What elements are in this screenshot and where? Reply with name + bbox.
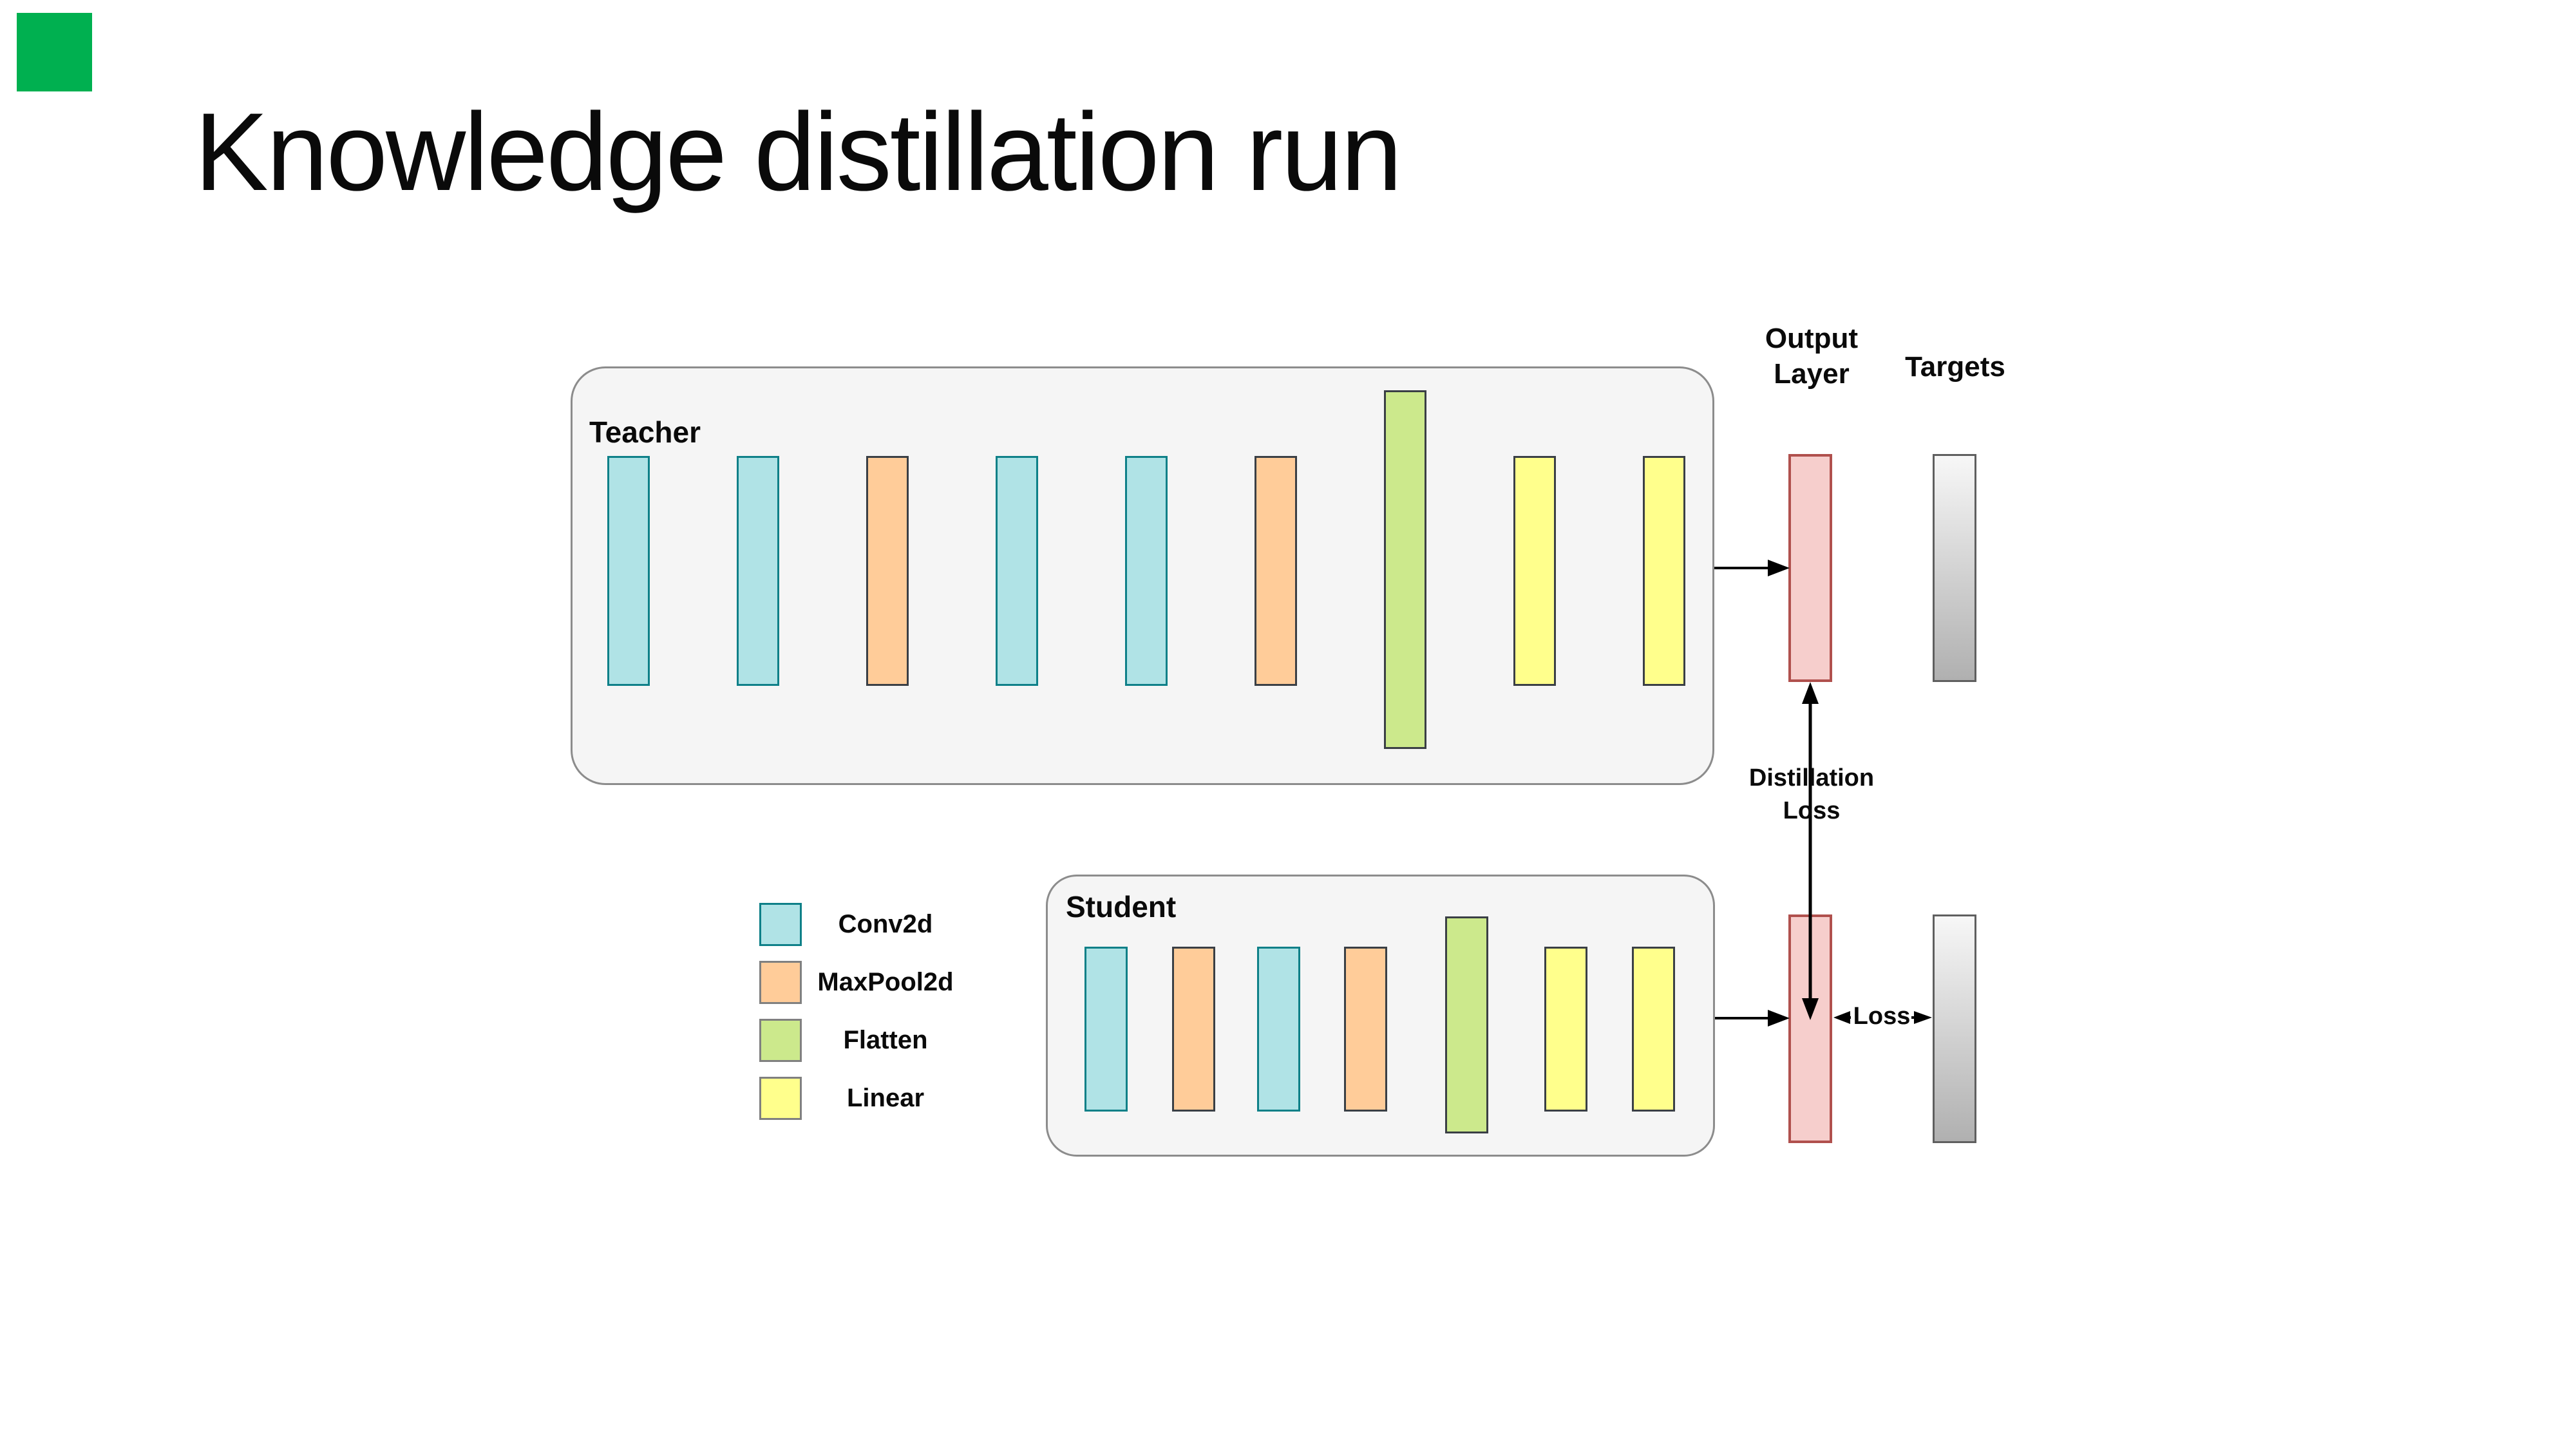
flatten-layer-bar: [1384, 390, 1426, 749]
legend-label-linear: Linear: [846, 1084, 925, 1112]
student-output-arrow: [1715, 1010, 1790, 1027]
green-corner-marker: [17, 13, 92, 91]
conv-layer-bar: [996, 456, 1038, 686]
student-network-box: Student: [1046, 875, 1715, 1157]
legend-row-flatten: Flatten: [759, 1019, 969, 1062]
student-label: Student: [1066, 890, 1177, 923]
linear-layer-bar: [1632, 947, 1675, 1112]
legend-swatch-conv: [759, 903, 802, 946]
teacher-label: Teacher: [589, 415, 701, 449]
legend-swatch-pool: [759, 961, 802, 1004]
output-layer-line1: Output: [1765, 323, 1859, 354]
pool-layer-bar: [866, 456, 909, 686]
teacher-targets-bar: [1933, 454, 1976, 682]
flatten-layer-bar: [1445, 916, 1488, 1133]
student-output-layer-bar: [1788, 914, 1832, 1143]
legend-label-flatten: Flatten: [843, 1026, 928, 1054]
linear-layer-bar: [1513, 456, 1556, 686]
teacher-output-arrow: [1714, 560, 1790, 576]
pool-layer-bar: [1172, 947, 1215, 1112]
distillation-line2: Loss: [1783, 797, 1841, 825]
page-title: Knowledge distillation run: [194, 90, 1403, 214]
legend-row-pool: MaxPool2d: [759, 961, 969, 1004]
conv-layer-bar: [1084, 947, 1128, 1112]
distillation-line1: Distillation: [1748, 764, 1875, 791]
pool-layer-bar: [1344, 947, 1387, 1112]
pool-layer-bar: [1255, 456, 1297, 686]
linear-layer-bar: [1643, 456, 1685, 686]
output-layer-label: Output Layer: [1683, 321, 1940, 392]
loss-label: Loss: [1853, 1003, 1911, 1030]
legend-swatch-flatten: [759, 1019, 802, 1062]
conv-layer-bar: [1257, 947, 1300, 1112]
student-targets-bar: [1933, 914, 1976, 1143]
teacher-output-layer-bar: [1788, 454, 1832, 682]
linear-layer-bar: [1544, 947, 1587, 1112]
conv-layer-bar: [1125, 456, 1168, 686]
conv-layer-bar: [737, 456, 779, 686]
legend-label-conv: Conv2d: [838, 910, 933, 938]
output-layer-line2: Layer: [1774, 358, 1850, 390]
targets-label: Targets: [1905, 351, 2005, 383]
distillation-loss-label: Distillation Loss: [1683, 762, 1940, 828]
legend-label-pool: MaxPool2d: [817, 968, 954, 996]
legend-row-conv: Conv2d: [759, 903, 969, 946]
teacher-network-box: Teacher: [571, 366, 1714, 785]
legend-row-linear: Linear: [759, 1077, 969, 1120]
conv-layer-bar: [607, 456, 650, 686]
legend-swatch-linear: [759, 1077, 802, 1120]
